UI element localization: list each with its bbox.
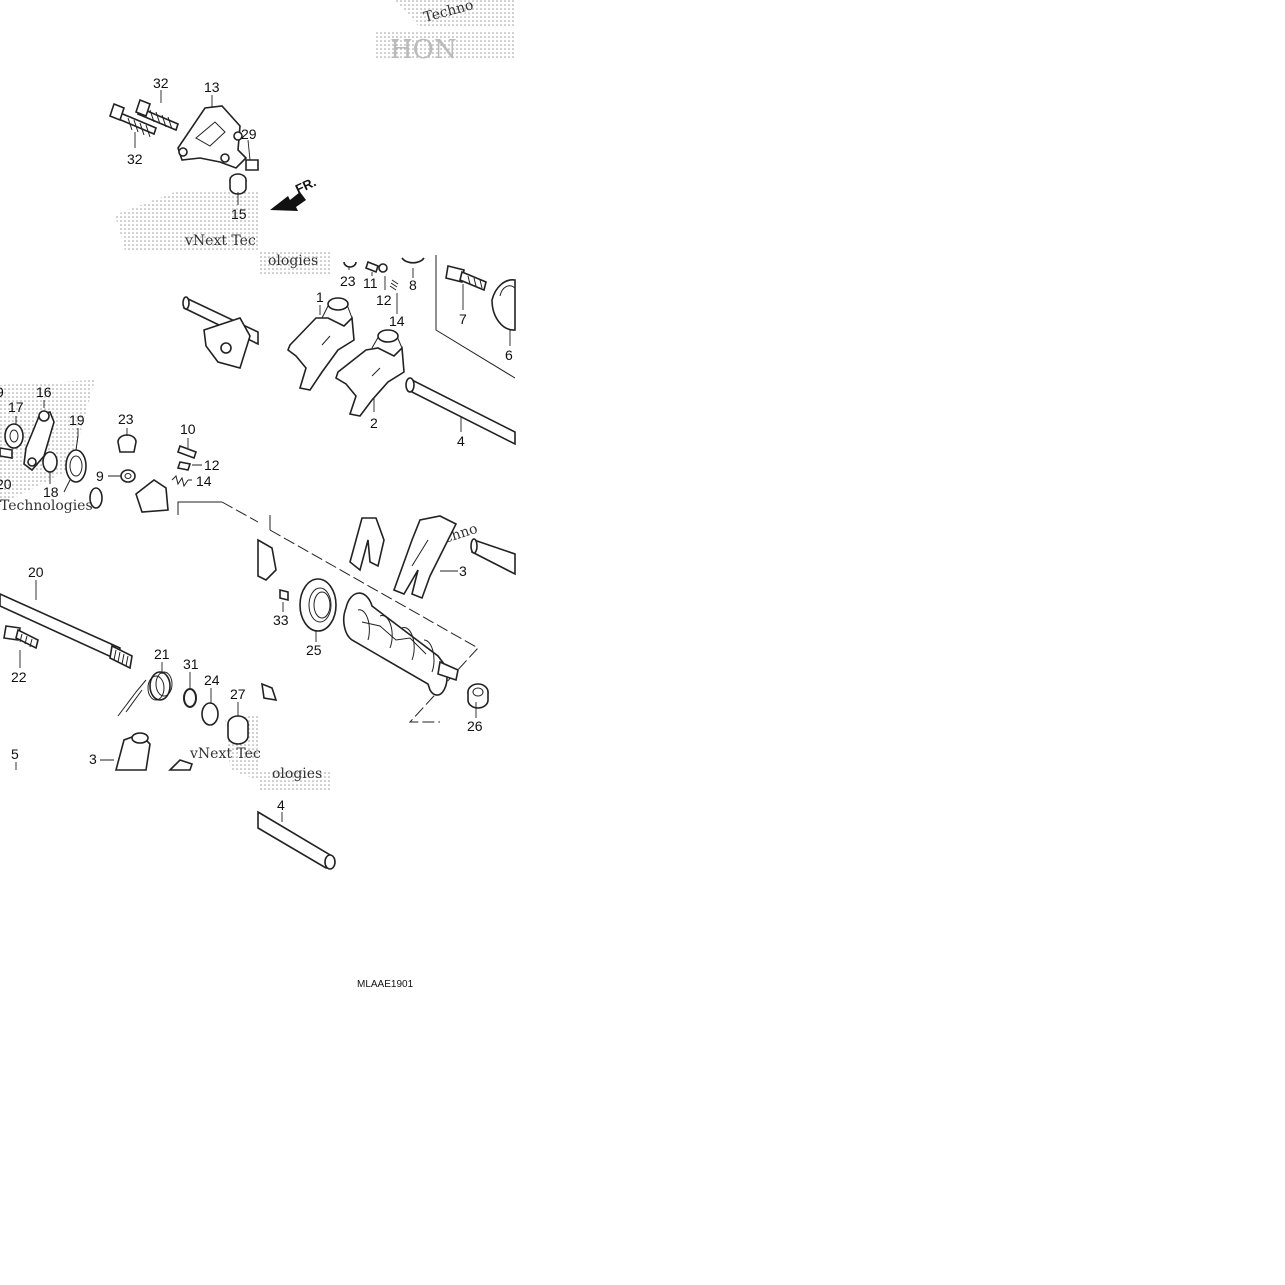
callout-27: 27 [230,686,246,702]
callout-12a: 12 [376,292,392,308]
callout-32a: 32 [153,75,169,91]
callout-8: 8 [409,277,417,293]
callout-9b: 9 [96,468,104,484]
shift-fork-1 [287,316,355,391]
callout-20a: 20 [0,476,12,492]
callout-14a: 14 [389,313,405,329]
callout-29: 29 [241,126,257,142]
callout-7: 7 [459,311,467,327]
callout-32b: 32 [127,151,143,167]
shift-plate [177,105,248,169]
watermark-text-3: Technologies [0,498,93,514]
callout-3a: 3 [89,751,97,767]
panel-stopper-arm: 9 17 16 19 23 10 12 14 9 18 20 [0,384,259,523]
bolt-part [135,98,179,132]
callout-23b: 23 [118,411,134,427]
panel-shift-spindle: 20 22 21 31 24 27 5 3 [0,564,249,771]
callout-1: 1 [316,289,324,305]
callout-4b: 4 [277,797,285,813]
panel-shift-drum: 3 33 25 26 4 [257,515,516,870]
front-direction-arrow: FR. [270,174,318,211]
callout-22: 22 [11,669,27,685]
bolt-part [109,102,157,138]
watermark-text-8: HON [390,35,457,65]
watermark-text-1: vNext Tec [184,233,256,249]
callout-14b: 14 [196,473,212,489]
callout-21: 21 [154,646,170,662]
callout-18: 18 [43,484,59,500]
callout-15: 15 [231,206,247,222]
callout-2: 2 [370,415,378,431]
callout-24: 24 [204,672,220,688]
drawing-code: MLAAE1901 [357,979,414,990]
callout-9a: 9 [0,384,4,400]
direction-label: FR. [293,174,318,196]
callout-26: 26 [467,718,483,734]
callout-4a: 4 [457,433,465,449]
callout-12b: 12 [204,457,220,473]
watermark-text-6: ologies [272,766,322,782]
callout-11: 11 [363,275,378,291]
panel-shift-forks: 23 11 12 8 14 1 2 4 7 6 [182,255,516,449]
callout-31: 31 [183,656,199,672]
callout-3b: 3 [459,563,467,579]
callout-33: 33 [273,612,289,628]
shift-fork-2 [335,346,405,417]
callout-5: 5 [11,746,19,762]
callout-17: 17 [8,399,24,415]
callout-10: 10 [180,421,196,437]
callout-23a: 23 [340,273,356,289]
watermark-text-5: vNext Tec [189,746,261,762]
callout-25: 25 [306,642,322,658]
shift-drum [342,592,448,696]
callout-6: 6 [505,347,513,363]
callout-20b: 20 [28,564,44,580]
callout-19: 19 [69,412,85,428]
callout-16: 16 [36,384,52,400]
watermark-text-2: ologies [268,253,318,269]
panel-shift-plate: FR. 32 32 13 29 15 [109,75,318,222]
callout-13: 13 [204,79,220,95]
